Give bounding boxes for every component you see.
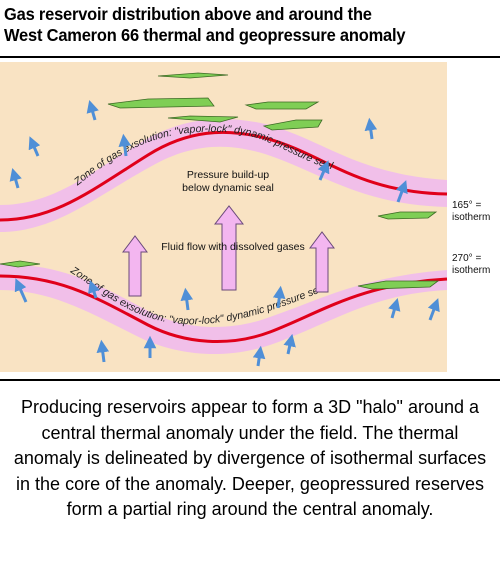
flow-arrow (88, 280, 100, 299)
reservoir (0, 260, 41, 268)
reservoir (244, 101, 320, 110)
gas-reservoirs (0, 72, 440, 290)
pressure-arrow-center (213, 205, 245, 291)
pressure-arrow-left (122, 235, 148, 297)
fluid-flow-arrows (9, 99, 440, 367)
bottom-divider (0, 379, 500, 381)
isotherm-270-label-line2: isotherm (452, 265, 490, 276)
flow-arrow (118, 133, 132, 157)
isotherm-165-label-line1: 165° = (452, 200, 481, 211)
lower-seal-band (0, 264, 447, 355)
flow-arrow (272, 285, 286, 309)
fluid-flow-label: Fluid flow with dissolved gases (161, 241, 305, 253)
flow-arrow (86, 99, 99, 121)
diagram-title: Gas reservoir distribution above and aro… (4, 4, 466, 46)
caption-text: Producing reservoirs appear to form a 3D… (13, 397, 487, 520)
title-line-2: West Cameron 66 thermal and geopressure … (4, 25, 406, 45)
flow-arrow (28, 136, 41, 157)
reservoir (167, 115, 239, 123)
flow-arrow (317, 160, 330, 181)
top-divider (0, 56, 500, 58)
reservoir (262, 119, 323, 131)
reservoir (107, 97, 215, 109)
isotherm-165-label-line2: isotherm (452, 212, 490, 223)
flow-arrow (395, 180, 408, 203)
flow-arrow (96, 339, 110, 363)
flow-arrow (180, 287, 194, 311)
reservoir (357, 280, 440, 290)
isotherm-270-line (0, 274, 448, 344)
flow-arrow (427, 298, 440, 321)
pressure-label-line2: below dynamic seal (182, 182, 274, 194)
pressure-arrow-right (309, 231, 335, 293)
flow-arrow (388, 297, 401, 319)
reservoir (377, 211, 438, 220)
reservoir (157, 72, 229, 79)
isotherm-165-line (0, 130, 448, 222)
isotherm-label-margin (447, 62, 500, 372)
title-line-1: Gas reservoir distribution above and aro… (4, 4, 372, 24)
reservoir-diagram: Zone of gas exsolution: "vapor-lock" dyn… (0, 62, 500, 372)
pressure-label-line1: Pressure build-up (187, 169, 269, 181)
flow-arrow (9, 167, 22, 189)
pressure-arrows (122, 205, 335, 297)
flow-arrow (14, 278, 28, 303)
flow-arrow (364, 117, 378, 140)
flow-arrow (283, 333, 296, 355)
isotherm-270-label-line1: 270° = (452, 253, 481, 264)
flow-arrow (252, 345, 266, 367)
